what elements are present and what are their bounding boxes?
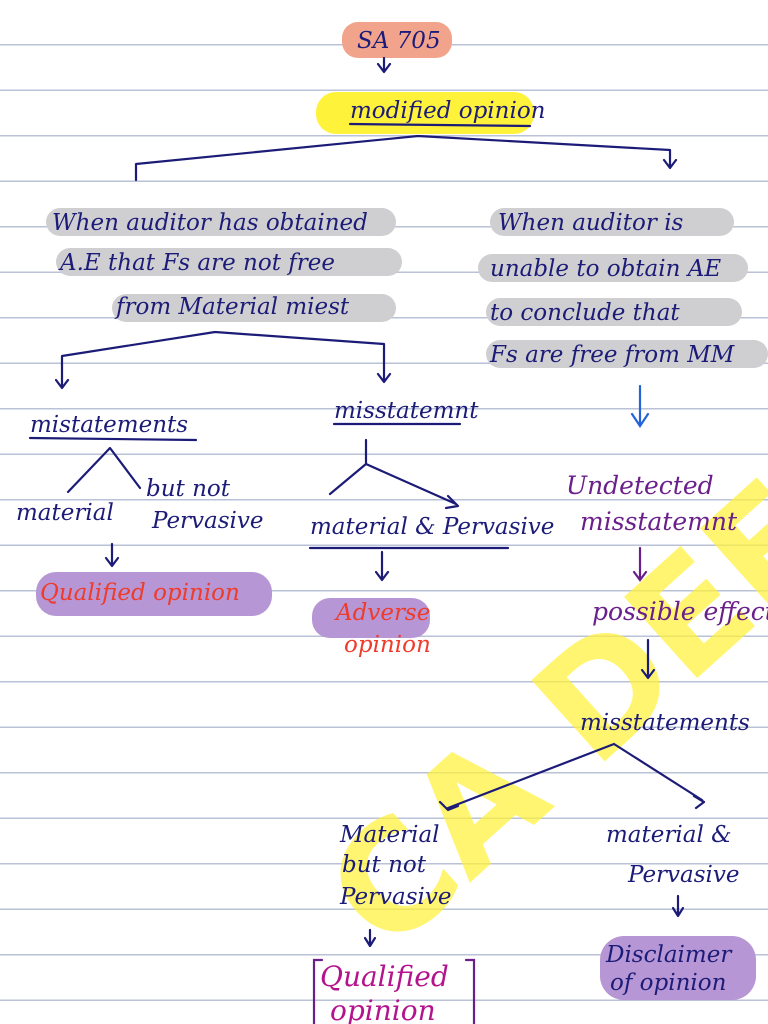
right-condition-line1: When auditor is	[498, 210, 684, 236]
misstatements-right-label: misstatements	[580, 710, 750, 736]
left-text-highlights	[46, 208, 402, 322]
adverse-line1: Adverse	[334, 600, 430, 626]
mis3-but-not: but not	[342, 852, 427, 878]
mis1-material: material	[16, 500, 114, 526]
disclaimer-line1: Disclaimer	[605, 942, 733, 968]
root-highlight	[342, 22, 452, 58]
root-label: SA 705	[357, 28, 441, 54]
mis3-pervasive-right: Pervasive	[627, 862, 740, 888]
connectors	[28, 56, 706, 1024]
qualified-opinion-left: Qualified opinion	[40, 580, 240, 606]
adverse-highlight	[312, 598, 430, 638]
qualified-opinion-right-line1: Qualified	[320, 960, 449, 993]
mis3-pervasive: Pervasive	[339, 884, 452, 910]
qualified-highlight	[36, 572, 272, 616]
right-text-highlights	[478, 208, 768, 368]
right-condition-line3: to conclude that	[490, 300, 680, 326]
mis3-material-and: material &	[606, 822, 732, 848]
modified-opinion-label: modified opinion	[350, 98, 545, 124]
possible-effect: possible effect	[592, 597, 768, 626]
undetected-line1: Undetected	[566, 471, 714, 500]
qualified-bracket	[312, 958, 476, 1024]
undetected-line2: misstatemnt	[580, 507, 738, 536]
adverse-line2: opinion	[344, 632, 431, 658]
left-condition-line1: When auditor has obtained	[52, 210, 368, 236]
left-condition-line3: from Material miest	[114, 294, 350, 320]
mis1-pervasive: Pervasive	[151, 508, 264, 534]
disclaimer-highlight	[600, 936, 756, 1000]
mis3-material: Material	[339, 822, 440, 848]
mis1-but-not: but not	[146, 476, 231, 502]
disclaimer-line2: of opinion	[610, 970, 726, 996]
right-condition-line2: unable to obtain AE	[490, 256, 721, 282]
mistatements-label: mistatements	[30, 412, 188, 438]
misstatemnt-label: misstatemnt	[334, 398, 479, 424]
right-condition-line4: Fs are free from MM	[489, 342, 736, 368]
mis2-material-pervasive: material & Pervasive	[310, 514, 554, 540]
left-condition-line2: A.E that Fs are not free	[58, 250, 335, 276]
qualified-opinion-right-line2: opinion	[330, 994, 436, 1024]
